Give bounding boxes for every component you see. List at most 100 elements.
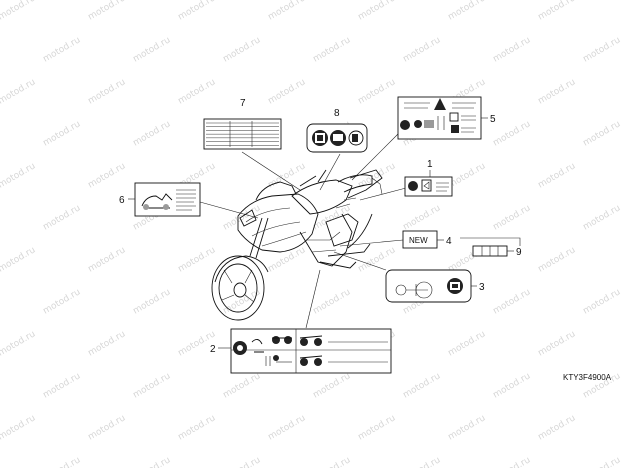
watermark-text: motod.ru	[582, 203, 623, 232]
watermark-text: motod.ru	[492, 371, 533, 400]
watermark-text: motod.ru	[537, 245, 578, 274]
watermark-text: motod.ru	[312, 203, 353, 232]
watermark-text: motod.ru	[402, 455, 443, 468]
watermark-text: motod.ru	[312, 371, 353, 400]
watermark-text: motod.ru	[42, 287, 83, 316]
watermark-text: motod.ru	[537, 77, 578, 106]
watermark-text: motod.ru	[267, 413, 308, 442]
watermark-text: motod.ru	[87, 0, 128, 23]
watermark-text: motod.ru	[537, 413, 578, 442]
label-8-icon-sticker	[306, 123, 368, 153]
label-7-grid-sticker	[203, 118, 282, 150]
callout-6: 6	[119, 195, 125, 206]
watermark-text: motod.ru	[132, 119, 173, 148]
watermark-text: motod.ru	[267, 245, 308, 274]
watermark-text: motod.ru	[222, 203, 263, 232]
watermark-text: motod.ru	[177, 0, 218, 23]
watermark-text: motod.ru	[222, 371, 263, 400]
watermark-text: motod.ru	[447, 0, 488, 23]
label-6-rider-sticker	[134, 182, 201, 217]
watermark-text: motod.ru	[492, 35, 533, 64]
watermark-text: motod.ru	[0, 413, 37, 442]
watermark-text: motod.ru	[222, 35, 263, 64]
watermark-text: motod.ru	[42, 119, 83, 148]
drawing-code: KTY3F4900A	[563, 373, 612, 382]
watermark-text: motod.ru	[132, 371, 173, 400]
motorcycle-illustration	[211, 169, 383, 321]
watermark-text: motod.ru	[402, 371, 443, 400]
label-1-sticker	[404, 176, 453, 197]
manual-icon	[408, 181, 418, 191]
watermark-text: motod.ru	[42, 371, 83, 400]
watermark-text: motod.ru	[537, 161, 578, 190]
watermark-text: motod.ru	[87, 329, 128, 358]
label-3-sticker	[385, 269, 472, 303]
callout-numbers: 7 8 5 1 6 4 9 3 2	[119, 98, 522, 355]
watermark-text: motod.ru	[402, 203, 443, 232]
callout-8: 8	[334, 108, 340, 119]
watermark-text: motod.ru	[177, 245, 218, 274]
callout-9: 9	[516, 247, 522, 258]
watermark-text: motod.ru	[492, 119, 533, 148]
watermark-text: motod.ru	[492, 287, 533, 316]
watermark-text: motod.ru	[0, 245, 37, 274]
manual-icon	[400, 120, 410, 130]
watermark-text: motod.ru	[357, 77, 398, 106]
watermark-text: motod.ru	[42, 203, 83, 232]
watermark-text: motod.ru	[447, 161, 488, 190]
watermark-text: motod.ru	[537, 329, 578, 358]
watermark-text: motod.ru	[42, 455, 83, 468]
watermark-text: motod.ru	[87, 245, 128, 274]
watermark-text: motod.ru	[177, 77, 218, 106]
watermark-text: motod.ru	[42, 35, 83, 64]
callout-2: 2	[210, 344, 216, 355]
warning-triangle-icon	[434, 98, 446, 110]
watermark-text: motod.ru	[582, 119, 623, 148]
watermark-text: motod.ru	[447, 413, 488, 442]
watermark-text: motod.ru	[357, 0, 398, 23]
watermark-text: motod.ru	[312, 35, 353, 64]
watermark-text: motod.ru	[132, 287, 173, 316]
watermark-text: motod.ru	[357, 161, 398, 190]
label-5-warning-sticker	[397, 96, 482, 140]
callout-5: 5	[490, 114, 496, 125]
leader-lines	[199, 133, 521, 329]
watermark-text: motod.ru	[267, 77, 308, 106]
watermark-text: motod.ru	[0, 161, 37, 190]
callout-4: 4	[446, 236, 452, 247]
watermark-text: motod.ru	[537, 0, 578, 23]
watermark-text: motod.ru	[87, 413, 128, 442]
watermark-text: motod.ru	[132, 455, 173, 468]
watermark-text: motod.ru	[582, 455, 623, 468]
watermark-text: motod.ru	[87, 77, 128, 106]
watermark-text: motod.ru	[267, 0, 308, 23]
callout-1: 1	[427, 159, 433, 170]
watermark-text: motod.ru	[0, 77, 37, 106]
watermark-text: motod.ru	[132, 35, 173, 64]
watermark-text: motod.ru	[492, 455, 533, 468]
watermark-text: motod.ru	[582, 35, 623, 64]
label-4-new-sticker: NEW	[402, 230, 438, 249]
watermark-text: motod.ru	[447, 329, 488, 358]
watermark-text: motod.ru	[492, 203, 533, 232]
watermark-text: motod.ru	[312, 287, 353, 316]
watermark-text: motod.ru	[222, 455, 263, 468]
callout-3: 3	[479, 282, 485, 293]
watermark-text: motod.ru	[267, 161, 308, 190]
watermark-text: motod.ru	[402, 35, 443, 64]
watermark-text: motod.ru	[312, 455, 353, 468]
watermark-text: motod.ru	[177, 413, 218, 442]
watermark-text: motod.ru	[0, 0, 37, 23]
watermark-text: motod.ru	[0, 329, 37, 358]
label-2-large-sticker	[230, 328, 392, 374]
watermark-text: motod.ru	[222, 287, 263, 316]
label-9-bar-sticker	[472, 245, 508, 257]
callout-7: 7	[240, 98, 246, 109]
rider-icon	[414, 120, 422, 128]
watermark-text: motod.ru	[357, 413, 398, 442]
watermark-text: motod.ru	[582, 287, 623, 316]
new-badge-text: NEW	[409, 236, 428, 245]
watermark-text: motod.ru	[87, 161, 128, 190]
